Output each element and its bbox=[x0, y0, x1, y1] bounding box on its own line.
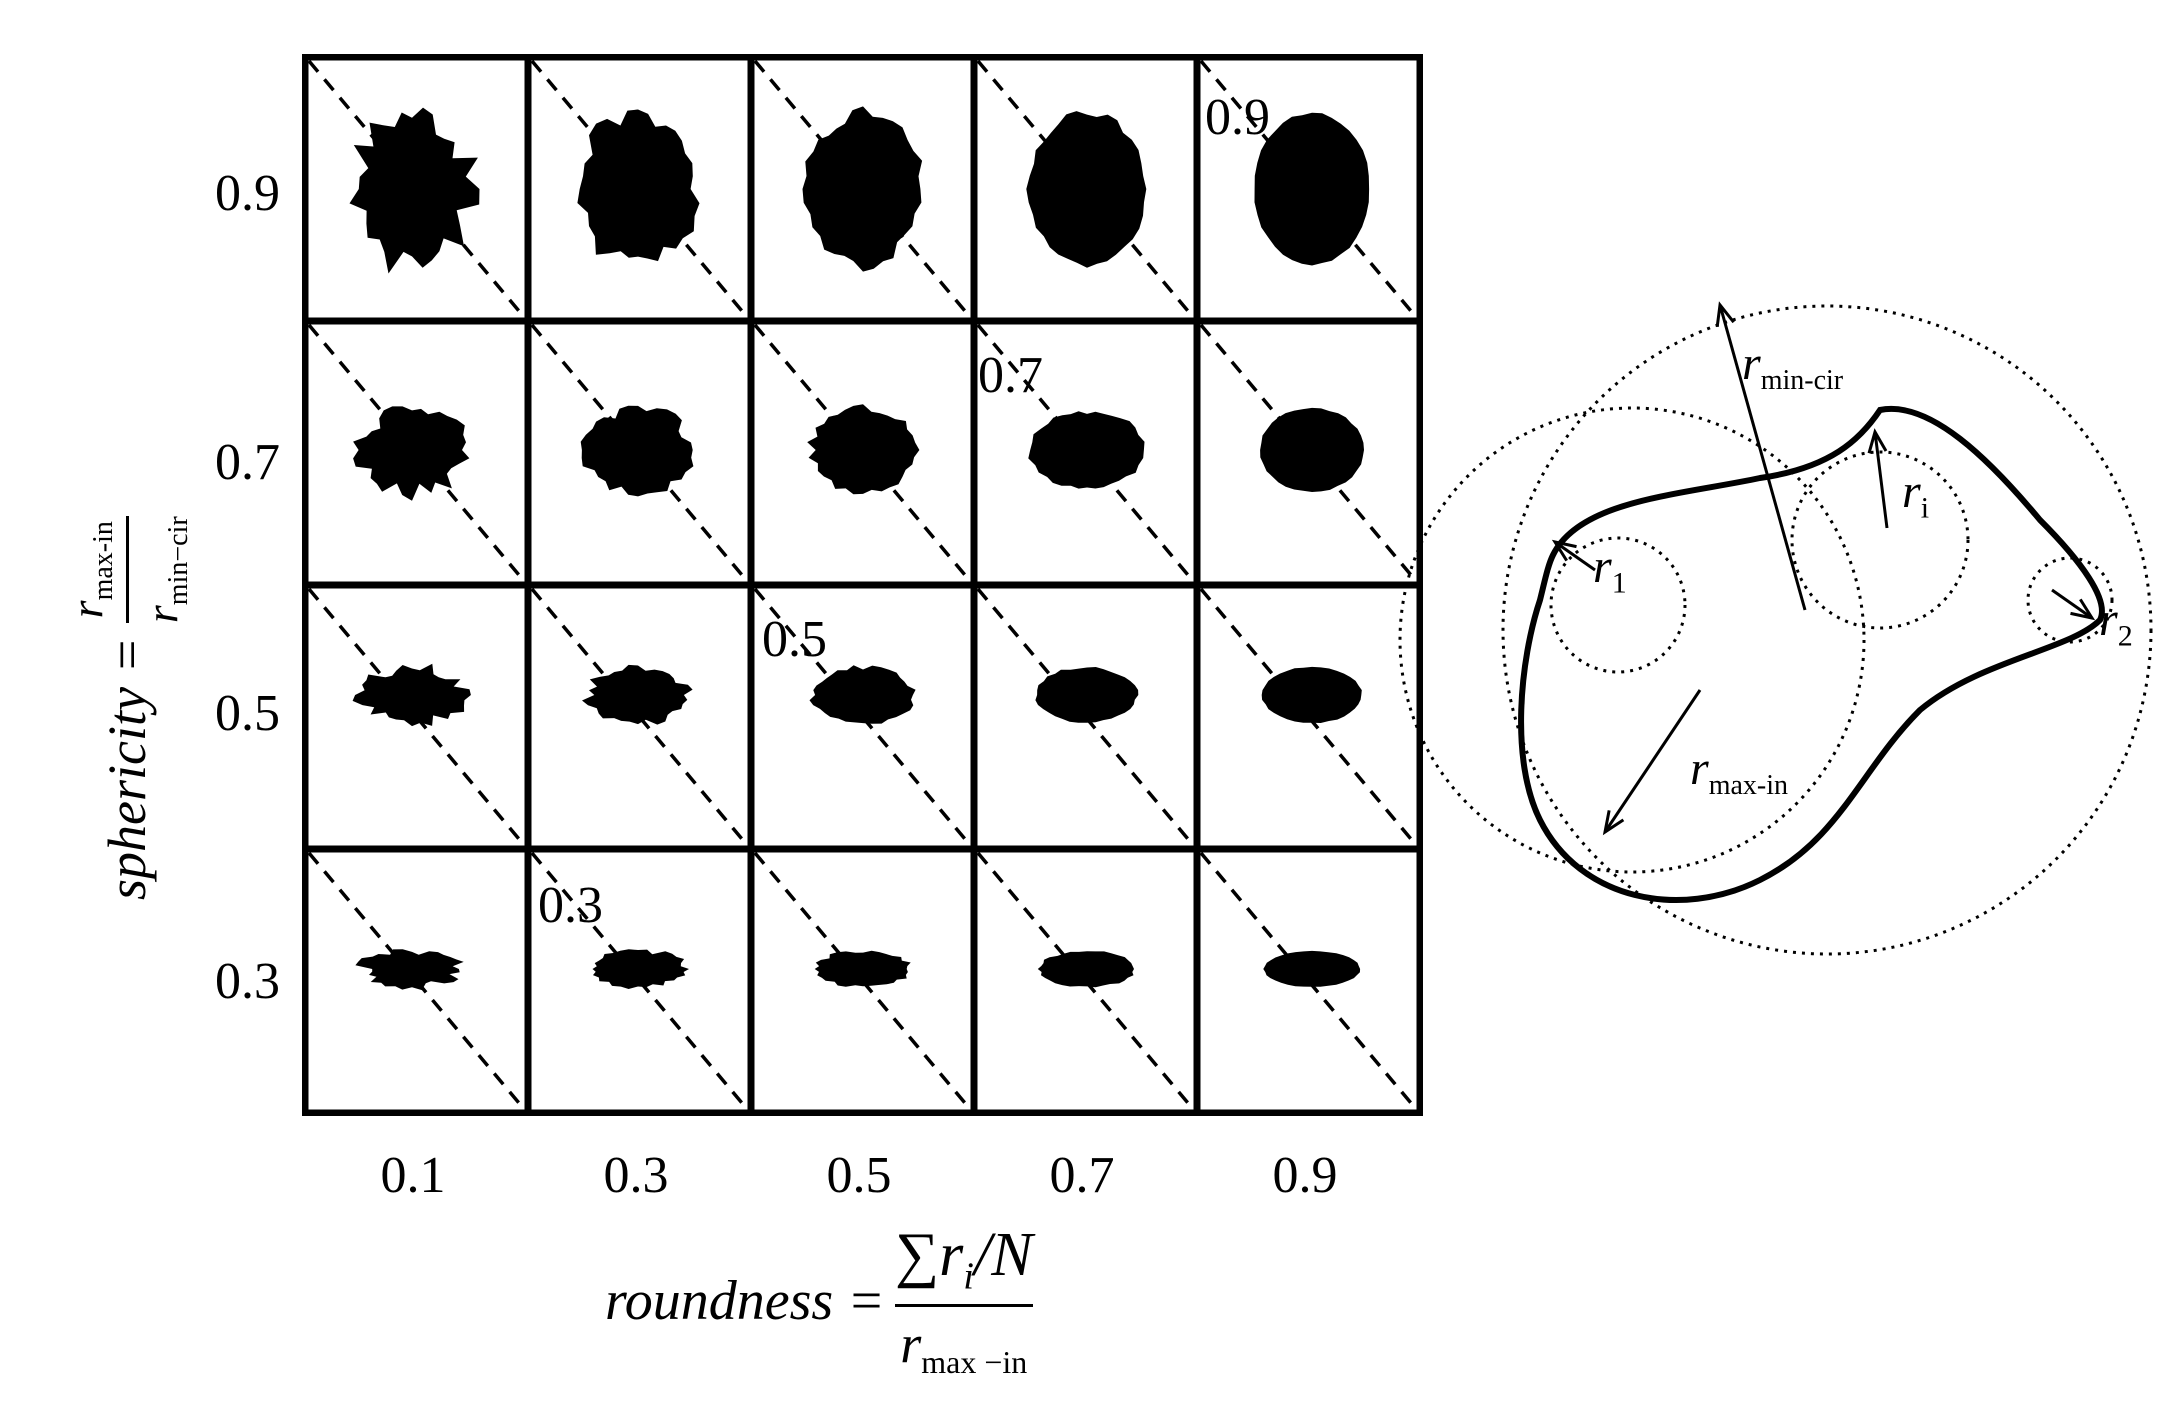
corner-circle-r2 bbox=[2026, 556, 2114, 644]
particle-shape-2-4 bbox=[1261, 666, 1362, 723]
particle-shape-2-1 bbox=[582, 664, 693, 725]
x-tick-0: 0.1 bbox=[380, 1147, 446, 1204]
y-tick-0: 0.9 bbox=[215, 165, 280, 222]
particle-shape-1-0 bbox=[353, 406, 470, 501]
arrow-r-min-cir bbox=[1715, 301, 1807, 611]
arrow-r-max-in bbox=[1602, 689, 1702, 836]
sphericity-fraction: rmax-in rmin−cir bbox=[60, 516, 195, 624]
diagonal-label-07: 0.7 bbox=[978, 347, 1043, 404]
sphericity-numerator: rmax-in bbox=[60, 521, 120, 618]
cell-diagonal-1-3 bbox=[976, 323, 1195, 583]
sphericity-fraction-bar bbox=[125, 516, 129, 624]
radius-definition-diagram bbox=[1398, 301, 2153, 956]
x-tick-3: 0.7 bbox=[1049, 1147, 1115, 1204]
grid-frame bbox=[302, 54, 1423, 1116]
particle-shape-0-0 bbox=[349, 107, 480, 274]
sph-den-sub: min−cir bbox=[162, 516, 194, 606]
sum-symbol: ∑ bbox=[894, 1221, 940, 1289]
x-tick-2: 0.5 bbox=[826, 1147, 892, 1204]
cell-diagonal-1-0 bbox=[307, 323, 526, 583]
label-r-1: r1 bbox=[1593, 540, 1627, 600]
arrow-r-2 bbox=[2051, 588, 2096, 621]
numerator-r: r bbox=[939, 1221, 964, 1289]
particle-shape-2-0 bbox=[352, 663, 471, 727]
diagonal-label-09: 0.9 bbox=[1205, 89, 1270, 146]
cell-diagonal-0-1 bbox=[530, 59, 749, 319]
cell-diagonal-0-2 bbox=[753, 59, 972, 319]
x-tick-4: 0.9 bbox=[1272, 1147, 1338, 1204]
sph-num-sub: max-in bbox=[87, 521, 119, 601]
particle-shape-0-1 bbox=[577, 109, 700, 262]
y-tick-2: 0.5 bbox=[215, 685, 280, 742]
x-tick-1: 0.3 bbox=[603, 1147, 669, 1204]
particle-shape-3-4 bbox=[1263, 950, 1361, 987]
roundness-numerator: ∑ri/N bbox=[895, 1220, 1033, 1298]
sph-num-r: r bbox=[61, 600, 112, 619]
denominator-r: r bbox=[900, 1314, 922, 1375]
cell-diagonal-3-3 bbox=[976, 851, 1195, 1111]
min-circumscribed-circle bbox=[1501, 304, 2153, 956]
particle-shape-0-4 bbox=[1254, 112, 1370, 266]
particle-shape-0-2 bbox=[802, 106, 923, 272]
sph-den-r: r bbox=[135, 605, 187, 624]
cell-diagonal-1-4 bbox=[1199, 323, 1418, 583]
label-r-max-in: rmax-in bbox=[1690, 742, 1788, 801]
diagonal-label-03: 0.3 bbox=[538, 877, 603, 934]
corner-circle-r1 bbox=[1549, 536, 1687, 674]
particle-shape-3-1 bbox=[592, 949, 689, 989]
particle-shape-2-2 bbox=[809, 665, 916, 724]
y-tick-1: 0.7 bbox=[215, 434, 280, 491]
cell-diagonal-3-4 bbox=[1199, 851, 1418, 1111]
cell-diagonal-3-0 bbox=[307, 851, 526, 1111]
shape-grid bbox=[302, 54, 1423, 1116]
corner-circle-ri bbox=[1790, 450, 1970, 630]
particle-shape-3-3 bbox=[1037, 951, 1134, 988]
label-r-min-cir: rmin-cir bbox=[1742, 337, 1844, 396]
diagonal-label-05: 0.5 bbox=[762, 611, 827, 668]
particle-shape-1-1 bbox=[580, 405, 694, 497]
particle-outline bbox=[1518, 405, 2105, 903]
roundness-formula: roundness = ∑ri/N rmax −in bbox=[605, 1220, 1033, 1382]
cell-diagonal-0-0 bbox=[307, 59, 526, 319]
cell-diagonal-0-3 bbox=[976, 59, 1195, 319]
label-r-2: r2 bbox=[2099, 593, 2133, 653]
cell-diagonal-3-1 bbox=[530, 851, 749, 1111]
sphericity-formula: sphericity = rmax-in rmin−cir bbox=[60, 516, 195, 900]
arrow-r-i bbox=[1867, 428, 1889, 529]
particle-shape-1-3 bbox=[1028, 411, 1145, 489]
cell-diagonal-1-1 bbox=[530, 323, 749, 583]
particle-shape-3-0 bbox=[355, 949, 464, 991]
cell-diagonal-2-1 bbox=[530, 587, 749, 847]
numerator-i: i bbox=[963, 1255, 974, 1298]
sphericity-denominator: rmin−cir bbox=[135, 516, 195, 623]
cell-diagonal-3-2 bbox=[753, 851, 972, 1111]
arrow-r-1 bbox=[1551, 539, 1596, 572]
particle-shape-2-3 bbox=[1035, 667, 1139, 723]
particle-shape-1-2 bbox=[807, 404, 920, 495]
label-r-i: ri bbox=[1902, 465, 1930, 525]
roundness-fraction: ∑ri/N rmax −in bbox=[894, 1220, 1033, 1382]
numerator-rest: /N bbox=[973, 1221, 1033, 1289]
cell-diagonal-2-3 bbox=[976, 587, 1195, 847]
cell-diagonal-2-4 bbox=[1199, 587, 1418, 847]
cell-diagonal-2-2 bbox=[753, 587, 972, 847]
particle-shape-3-2 bbox=[814, 950, 911, 987]
y-tick-3: 0.3 bbox=[215, 953, 280, 1010]
max-inscribed-circle bbox=[1398, 406, 1866, 874]
roundness-fraction-bar bbox=[894, 1304, 1033, 1308]
particle-shape-1-4 bbox=[1260, 407, 1364, 492]
sphericity-lhs: sphericity = bbox=[97, 637, 158, 900]
denominator-sub: max −in bbox=[921, 1344, 1028, 1381]
roundness-lhs: roundness = bbox=[605, 1269, 885, 1332]
cell-diagonal-2-0 bbox=[307, 587, 526, 847]
roundness-denominator: rmax −in bbox=[900, 1313, 1027, 1381]
cell-diagonal-1-2 bbox=[753, 323, 972, 583]
particle-shape-0-3 bbox=[1026, 111, 1147, 268]
cell-diagonal-0-4 bbox=[1199, 59, 1418, 319]
